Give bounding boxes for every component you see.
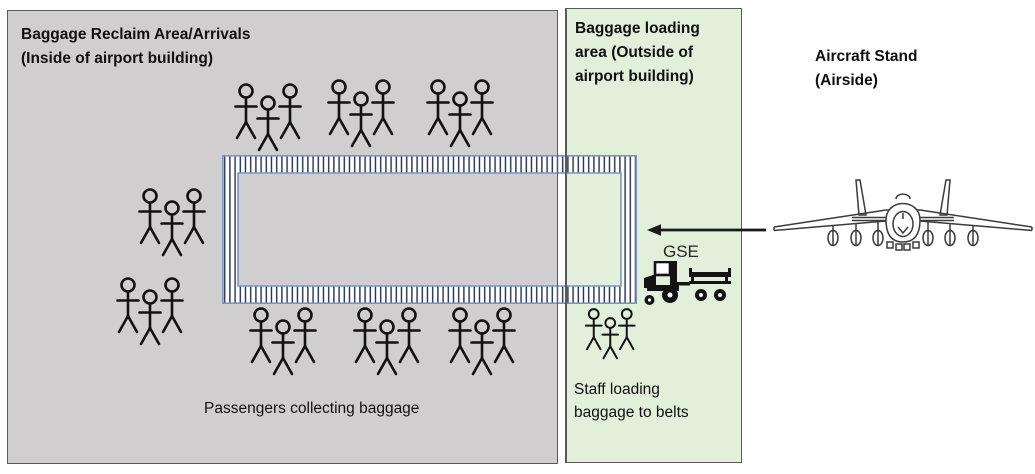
aircraft-icon — [773, 179, 1033, 251]
aircraft-stand-line2: (Airside) — [815, 72, 878, 90]
reclaim-area-title: Baggage Reclaim Area/Arrivals (Inside of… — [21, 23, 341, 71]
passengers-label: Passengers collecting baggage — [204, 400, 420, 417]
left-arrow-icon — [647, 224, 766, 236]
reclaim-title-line1: Baggage Reclaim Area/Arrivals — [21, 26, 251, 43]
staff-loading-label: Staff loading baggage to belts — [574, 381, 689, 422]
reclaim-title-line2: (Inside of airport building) — [21, 50, 214, 68]
gse-label: GSE — [663, 242, 699, 261]
gse-truck-icon — [644, 261, 731, 305]
baggage-loading-area: Baggage loading area (Outside of airport… — [565, 8, 742, 463]
loading-area-title: Baggage loading area (Outside of airport… — [575, 20, 700, 86]
aircraft-stand-label: Aircraft Stand (Airside) — [815, 45, 975, 93]
loading-area-left-border — [565, 8, 567, 463]
conveyor-belt — [222, 155, 637, 304]
aircraft-stand-line1: Aircraft Stand — [815, 48, 918, 65]
reclaim-area-right-border — [556, 10, 558, 464]
